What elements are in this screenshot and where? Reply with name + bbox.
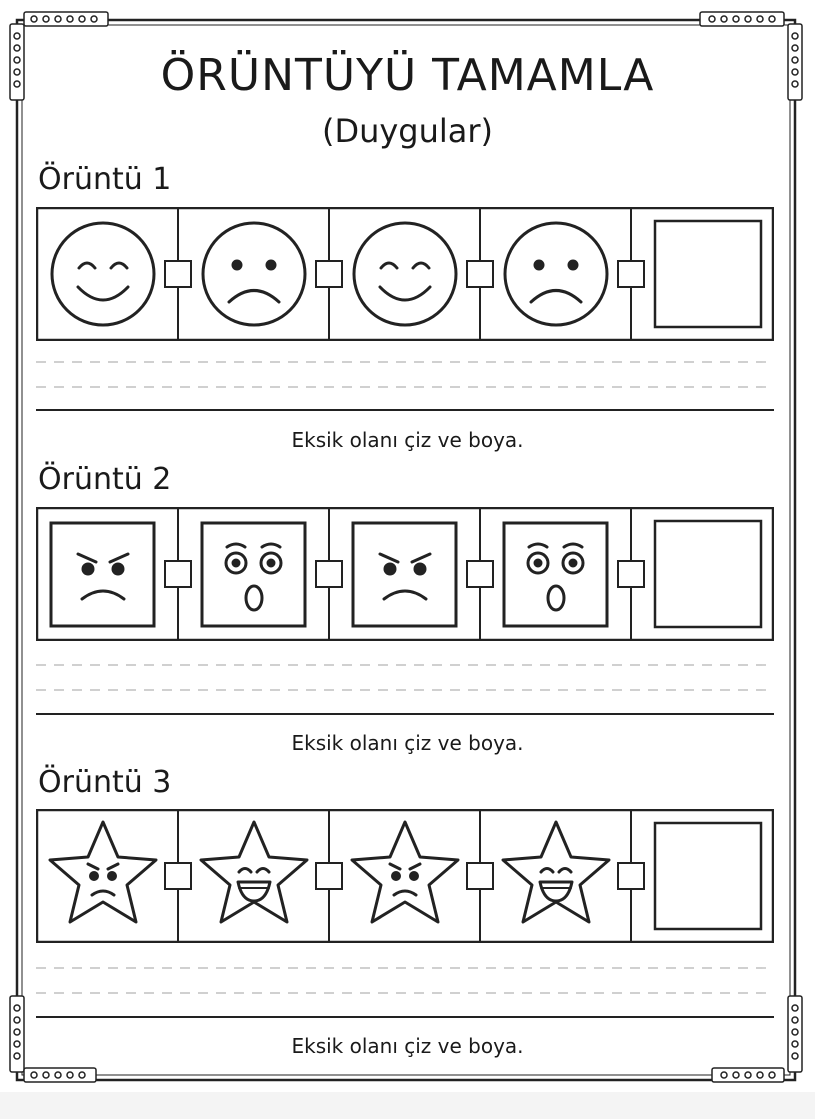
- pattern-2-strip: [36, 507, 774, 641]
- corner-ornament-top-right: [699, 11, 803, 101]
- pattern-3-label: Örüntü 3: [38, 765, 172, 800]
- angry-face-icon: [49, 521, 156, 628]
- worried-star-icon: [48, 820, 158, 924]
- connector-square: [164, 862, 645, 890]
- page-title: ÖRÜNTÜYÜ TAMAMLA: [160, 50, 655, 101]
- pattern-3-instruction: Eksik olanı çiz ve boya.: [291, 1034, 524, 1058]
- laughing-star-icon: [501, 820, 611, 924]
- pattern-1-instruction: Eksik olanı çiz ve boya.: [291, 428, 524, 452]
- connector-square: [164, 560, 645, 588]
- corner-ornament-top-left: [9, 11, 109, 101]
- pattern-2-instruction: Eksik olanı çiz ve boya.: [291, 731, 524, 755]
- smile-face-icon: [352, 221, 458, 327]
- corner-ornament-bottom-right: [711, 995, 803, 1083]
- pattern-2-label: Örüntü 2: [38, 462, 172, 497]
- laughing-star-icon: [199, 820, 309, 924]
- empty-answer-box: [653, 821, 763, 931]
- empty-answer-box: [653, 219, 763, 329]
- pattern-3-strip: [36, 809, 774, 943]
- surprised-face-icon: [200, 521, 307, 628]
- writing-baseline-3: [36, 1016, 774, 1018]
- writing-baseline-2: [36, 713, 774, 715]
- empty-answer-box: [653, 519, 763, 629]
- writing-lines-2: [36, 664, 774, 691]
- corner-ornament-bottom-left: [9, 995, 97, 1083]
- sad-face-icon: [503, 221, 609, 327]
- writing-baseline-1: [36, 409, 774, 411]
- connector-square: [164, 260, 645, 288]
- page-bottom-edge: [0, 1092, 815, 1119]
- writing-lines-3: [36, 967, 774, 994]
- surprised-face-icon: [502, 521, 609, 628]
- worried-star-icon: [350, 820, 460, 924]
- pattern-1-label: Örüntü 1: [38, 162, 172, 197]
- sad-face-icon: [201, 221, 307, 327]
- smile-face-icon: [50, 221, 156, 327]
- angry-face-icon: [351, 521, 458, 628]
- pattern-1-strip: [36, 207, 774, 341]
- page-subtitle: (Duygular): [321, 112, 494, 150]
- writing-lines-1: [36, 361, 774, 388]
